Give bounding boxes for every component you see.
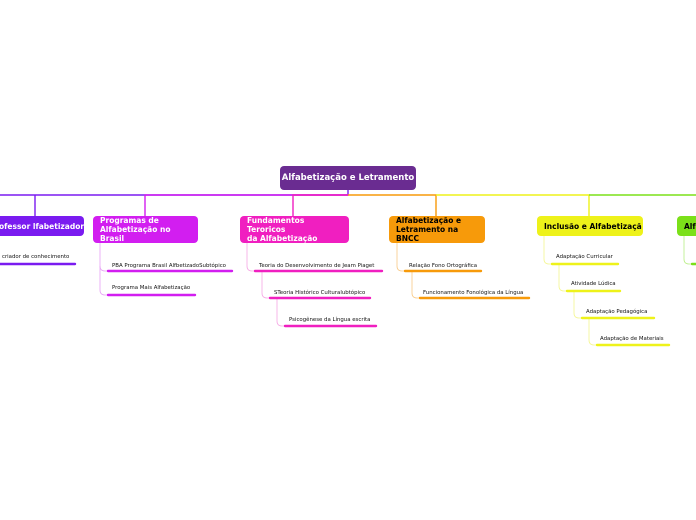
leaf-connector <box>683 236 692 265</box>
branch-alfabetizacao-bncc[interactable]: Alfabetização e Letramento na BNCC <box>389 216 485 243</box>
connector-branch-1 <box>144 194 348 216</box>
leaf-adaptacao-curricular[interactable]: Adaptação Curricular <box>556 254 613 260</box>
leaf-criador-conhecimento[interactable]: criador de conhecimento <box>2 254 70 260</box>
branch-label: ofessor lfabetizador <box>0 221 85 231</box>
leaf-connector <box>246 243 255 272</box>
leaf-teoria-piaget[interactable]: Teoria do Desenvolvimento de Jeam Piaget <box>259 263 375 269</box>
leaf-adaptacao-pedagogica[interactable]: Adaptação Pedagógica <box>586 309 648 315</box>
leaf-connector <box>588 318 597 346</box>
leaf-connector <box>99 243 108 272</box>
leaf-connector <box>396 243 405 272</box>
leaf-funcionamento-fonologica[interactable]: Funcionamento Fonológica da Língua <box>423 290 524 296</box>
leaf-pba-programa[interactable]: PBA Programa Brasil AlfbetizadoSubtópico <box>112 263 226 269</box>
branch-label: Fundamentos Teroricos da Alfabetização <box>247 216 318 243</box>
leaf-connector <box>558 264 567 292</box>
leaf-connector <box>99 266 108 296</box>
branch-label: Programas de Alfabetização no Brasil <box>100 216 171 243</box>
connector-branch-4 <box>436 194 590 216</box>
connector-branch-2 <box>292 194 348 216</box>
leaf-adaptacao-materiais[interactable]: Adaptação de Materiais <box>600 336 664 342</box>
branch-label: Alfa <box>684 221 696 231</box>
leaf-atividade-ludica[interactable]: Atividade Lúdica <box>571 281 616 287</box>
branch-alfa-partial[interactable]: Alfa <box>677 216 696 236</box>
leaf-connector <box>411 271 420 299</box>
branch-inclusao-alfabetizacao[interactable]: Inclusão e Alfabetizaçã <box>537 216 643 236</box>
leaf-psicogenese[interactable]: Psicogênese da Língua escrita <box>289 317 371 323</box>
leaf-relacao-fono[interactable]: Relação Fono Ortográfica <box>409 263 478 269</box>
leaf-connector <box>261 271 270 299</box>
leaf-connector <box>573 291 582 319</box>
branch-programas-alfabetizacao[interactable]: Programas de Alfabetização no Brasil <box>93 216 198 243</box>
branch-label: Inclusão e Alfabetizaçã <box>544 221 642 231</box>
branch-label: Alfabetização e Letramento na BNCC <box>396 216 462 243</box>
central-topic[interactable]: Alfabetização e Letramento <box>280 166 416 190</box>
leaf-teoria-historico[interactable]: STeoria Histórico Culturalubtópico <box>274 290 366 296</box>
connector-branch-0 <box>0 190 349 216</box>
branch-fundamentos-teoricos[interactable]: Fundamentos Teroricos da Alfabetização <box>240 216 349 243</box>
branch-professor-alfabetizador[interactable]: ofessor lfabetizador <box>0 216 84 236</box>
connector-branch-3 <box>348 194 437 216</box>
leaf-connector <box>276 298 285 327</box>
leaf-programa-mais[interactable]: Programa Mais Alfabetização <box>112 285 191 291</box>
leaf-connector <box>543 236 552 265</box>
